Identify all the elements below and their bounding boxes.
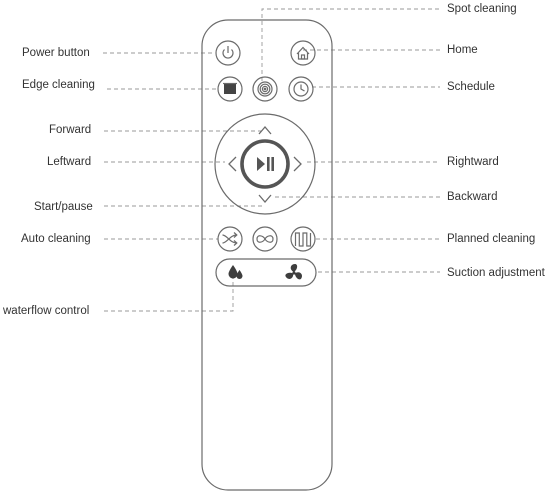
chevron-up-icon <box>258 126 272 135</box>
leader-spot-cleaning <box>261 8 440 81</box>
chevron-down-icon <box>258 194 272 203</box>
chevron-left-icon <box>228 156 237 172</box>
water-suction-pill <box>215 258 317 287</box>
leader-lines <box>103 8 440 312</box>
zigzag-path-icon <box>294 232 312 247</box>
label-forward: Forward <box>49 124 92 136</box>
label-start-pause: Start/pause <box>34 201 93 213</box>
label-planned-cleaning: Planned cleaning <box>447 233 536 245</box>
label-leftward: Leftward <box>47 156 92 168</box>
water-drops-icon <box>228 265 243 279</box>
remote-body <box>201 19 333 491</box>
edge-cleaning-icon <box>223 82 237 94</box>
label-edge-cleaning: Edge cleaning <box>22 79 95 91</box>
spiral-icon <box>257 81 273 97</box>
shuffle-icon <box>222 232 238 246</box>
leader-waterflow <box>104 275 234 312</box>
label-schedule: Schedule <box>447 81 495 93</box>
navigation-ring <box>214 113 316 215</box>
label-home: Home <box>447 44 478 56</box>
start-pause-button <box>240 139 290 189</box>
label-auto-cleaning: Auto cleaning <box>21 233 91 245</box>
chevron-right-icon <box>293 156 302 172</box>
play-pause-icon <box>257 157 274 171</box>
home-button <box>290 40 316 66</box>
house-icon <box>296 46 310 60</box>
zigzag-button <box>290 226 316 252</box>
label-waterflow-control: waterflow control <box>3 305 90 317</box>
power-button <box>215 40 241 66</box>
schedule-button <box>288 76 314 102</box>
edge-cleaning-button <box>217 76 243 102</box>
power-icon <box>222 46 234 59</box>
label-rightward: Rightward <box>447 156 499 168</box>
label-spot-cleaning: Spot cleaning <box>447 3 517 15</box>
infinity-loop-icon <box>256 235 274 243</box>
label-suction-adjustment: Suction adjustment <box>447 267 545 279</box>
label-backward: Backward <box>447 191 498 203</box>
clock-icon <box>293 81 309 97</box>
spot-cleaning-button <box>252 76 278 102</box>
auto-cleaning-button <box>217 226 243 252</box>
fan-icon <box>285 264 302 280</box>
label-power-button: Power button <box>22 47 90 59</box>
planned-cleaning-button <box>252 226 278 252</box>
